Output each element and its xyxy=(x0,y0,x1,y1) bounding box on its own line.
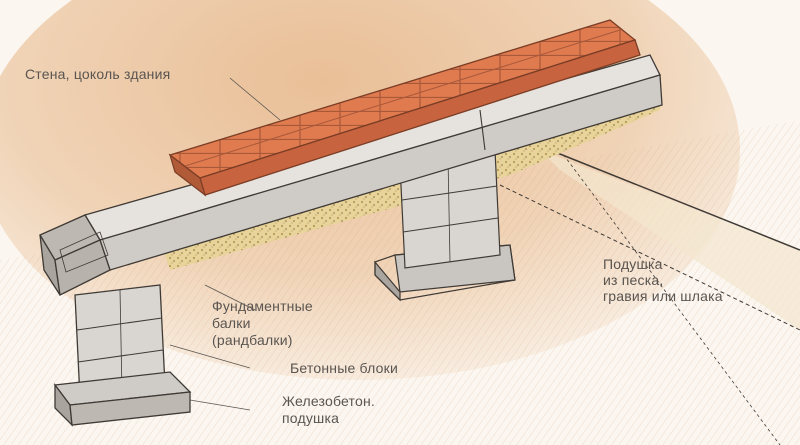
label-wall: Стена, цоколь здания xyxy=(25,66,171,82)
trench-edge-line xyxy=(544,147,800,251)
front-block-vjoint xyxy=(119,289,123,393)
brick-wall-end xyxy=(168,153,207,197)
beam-end-detail xyxy=(59,231,109,273)
beam-end-front xyxy=(54,239,111,296)
beams-leader xyxy=(204,284,256,311)
beam-joint xyxy=(479,109,486,151)
label-cushion-line-3: гравия или шлака xyxy=(603,288,723,304)
wall-leader xyxy=(229,77,281,121)
label-blocks: Бетонные блоки xyxy=(290,360,398,376)
rear-block-vjoint xyxy=(447,157,451,263)
label-beams-line-3: (рандбалки) xyxy=(212,332,293,348)
rear-block-joint xyxy=(401,185,498,201)
rear-block-joint xyxy=(402,217,499,233)
front-block-joint xyxy=(77,349,164,363)
label-beams-line-2: балки xyxy=(212,315,251,331)
trench-slope xyxy=(540,150,800,330)
label-beams-line-1: Фундаментные xyxy=(212,298,313,314)
label-rc-pad-line-1: Железобетон. xyxy=(282,393,376,409)
pad-leader xyxy=(189,399,251,411)
brick-course-line xyxy=(184,29,621,167)
rear-pad-outline xyxy=(374,244,516,301)
blocks-leader xyxy=(169,344,251,369)
trench-depth-line xyxy=(559,149,781,445)
label-cushion-line-2: из песка, xyxy=(603,272,664,288)
label-cushion-line-1: Подушка xyxy=(603,256,663,272)
label-rc-pad-line-2: подушка xyxy=(282,410,340,426)
front-block-joint xyxy=(76,317,163,331)
front-pad-front xyxy=(69,391,191,426)
